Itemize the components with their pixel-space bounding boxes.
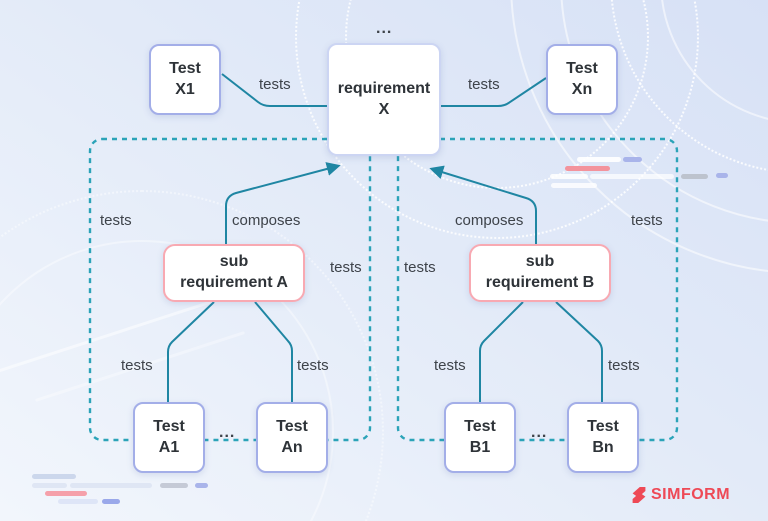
edge-label-composes-b: composes [455, 212, 524, 229]
edge-subreqa-testa1 [167, 301, 215, 402]
edge-subreqb-testb1 [479, 301, 524, 402]
node-sub-requirement-b: sub requirement B [469, 244, 611, 302]
edge-label-tests-bn: tests [608, 357, 640, 374]
edge-label-tests-an: tests [297, 357, 329, 374]
edge-subreqa-composes-reqx [225, 162, 341, 244]
edge-testx1-reqx [221, 73, 327, 107]
ellipsis-between-b: ... [531, 424, 548, 441]
edge-label-tests-b-right: tests [631, 212, 663, 229]
edge-label-tests-a-right: tests [330, 259, 362, 276]
node-test-xn: Test Xn [546, 44, 618, 115]
edge-label-tests-b1: tests [434, 357, 466, 374]
edge-label-tests-xn: tests [468, 76, 500, 93]
edge-subreqa-testan [254, 301, 293, 402]
simform-logo-icon [632, 487, 646, 503]
edge-reqx-testxn [441, 77, 547, 107]
edge-label-tests-b-left: tests [404, 259, 436, 276]
edge-label-composes-a: composes [232, 212, 301, 229]
ellipsis-top: ... [376, 20, 393, 37]
simform-logo-text: SIMFORM [651, 486, 731, 503]
edge-subreqb-testbn [555, 301, 603, 402]
simform-logo: SIMFORM [631, 485, 730, 505]
edge-subreqb-composes-reqx [429, 165, 537, 244]
node-test-b1: Test B1 [444, 402, 516, 473]
node-requirement-x: requirement X [327, 43, 441, 156]
node-sub-requirement-a: sub requirement A [163, 244, 305, 302]
edge-label-tests-a1: tests [121, 357, 153, 374]
dashed-scope-b [396, 137, 679, 442]
node-test-bn: Test Bn [567, 402, 639, 473]
node-test-a1: Test A1 [133, 402, 205, 473]
node-test-x1: Test X1 [149, 44, 221, 115]
edge-label-tests-x1: tests [259, 76, 291, 93]
edge-label-tests-a-left: tests [100, 212, 132, 229]
ellipsis-between-a: ... [219, 424, 236, 441]
node-test-an: Test An [256, 402, 328, 473]
